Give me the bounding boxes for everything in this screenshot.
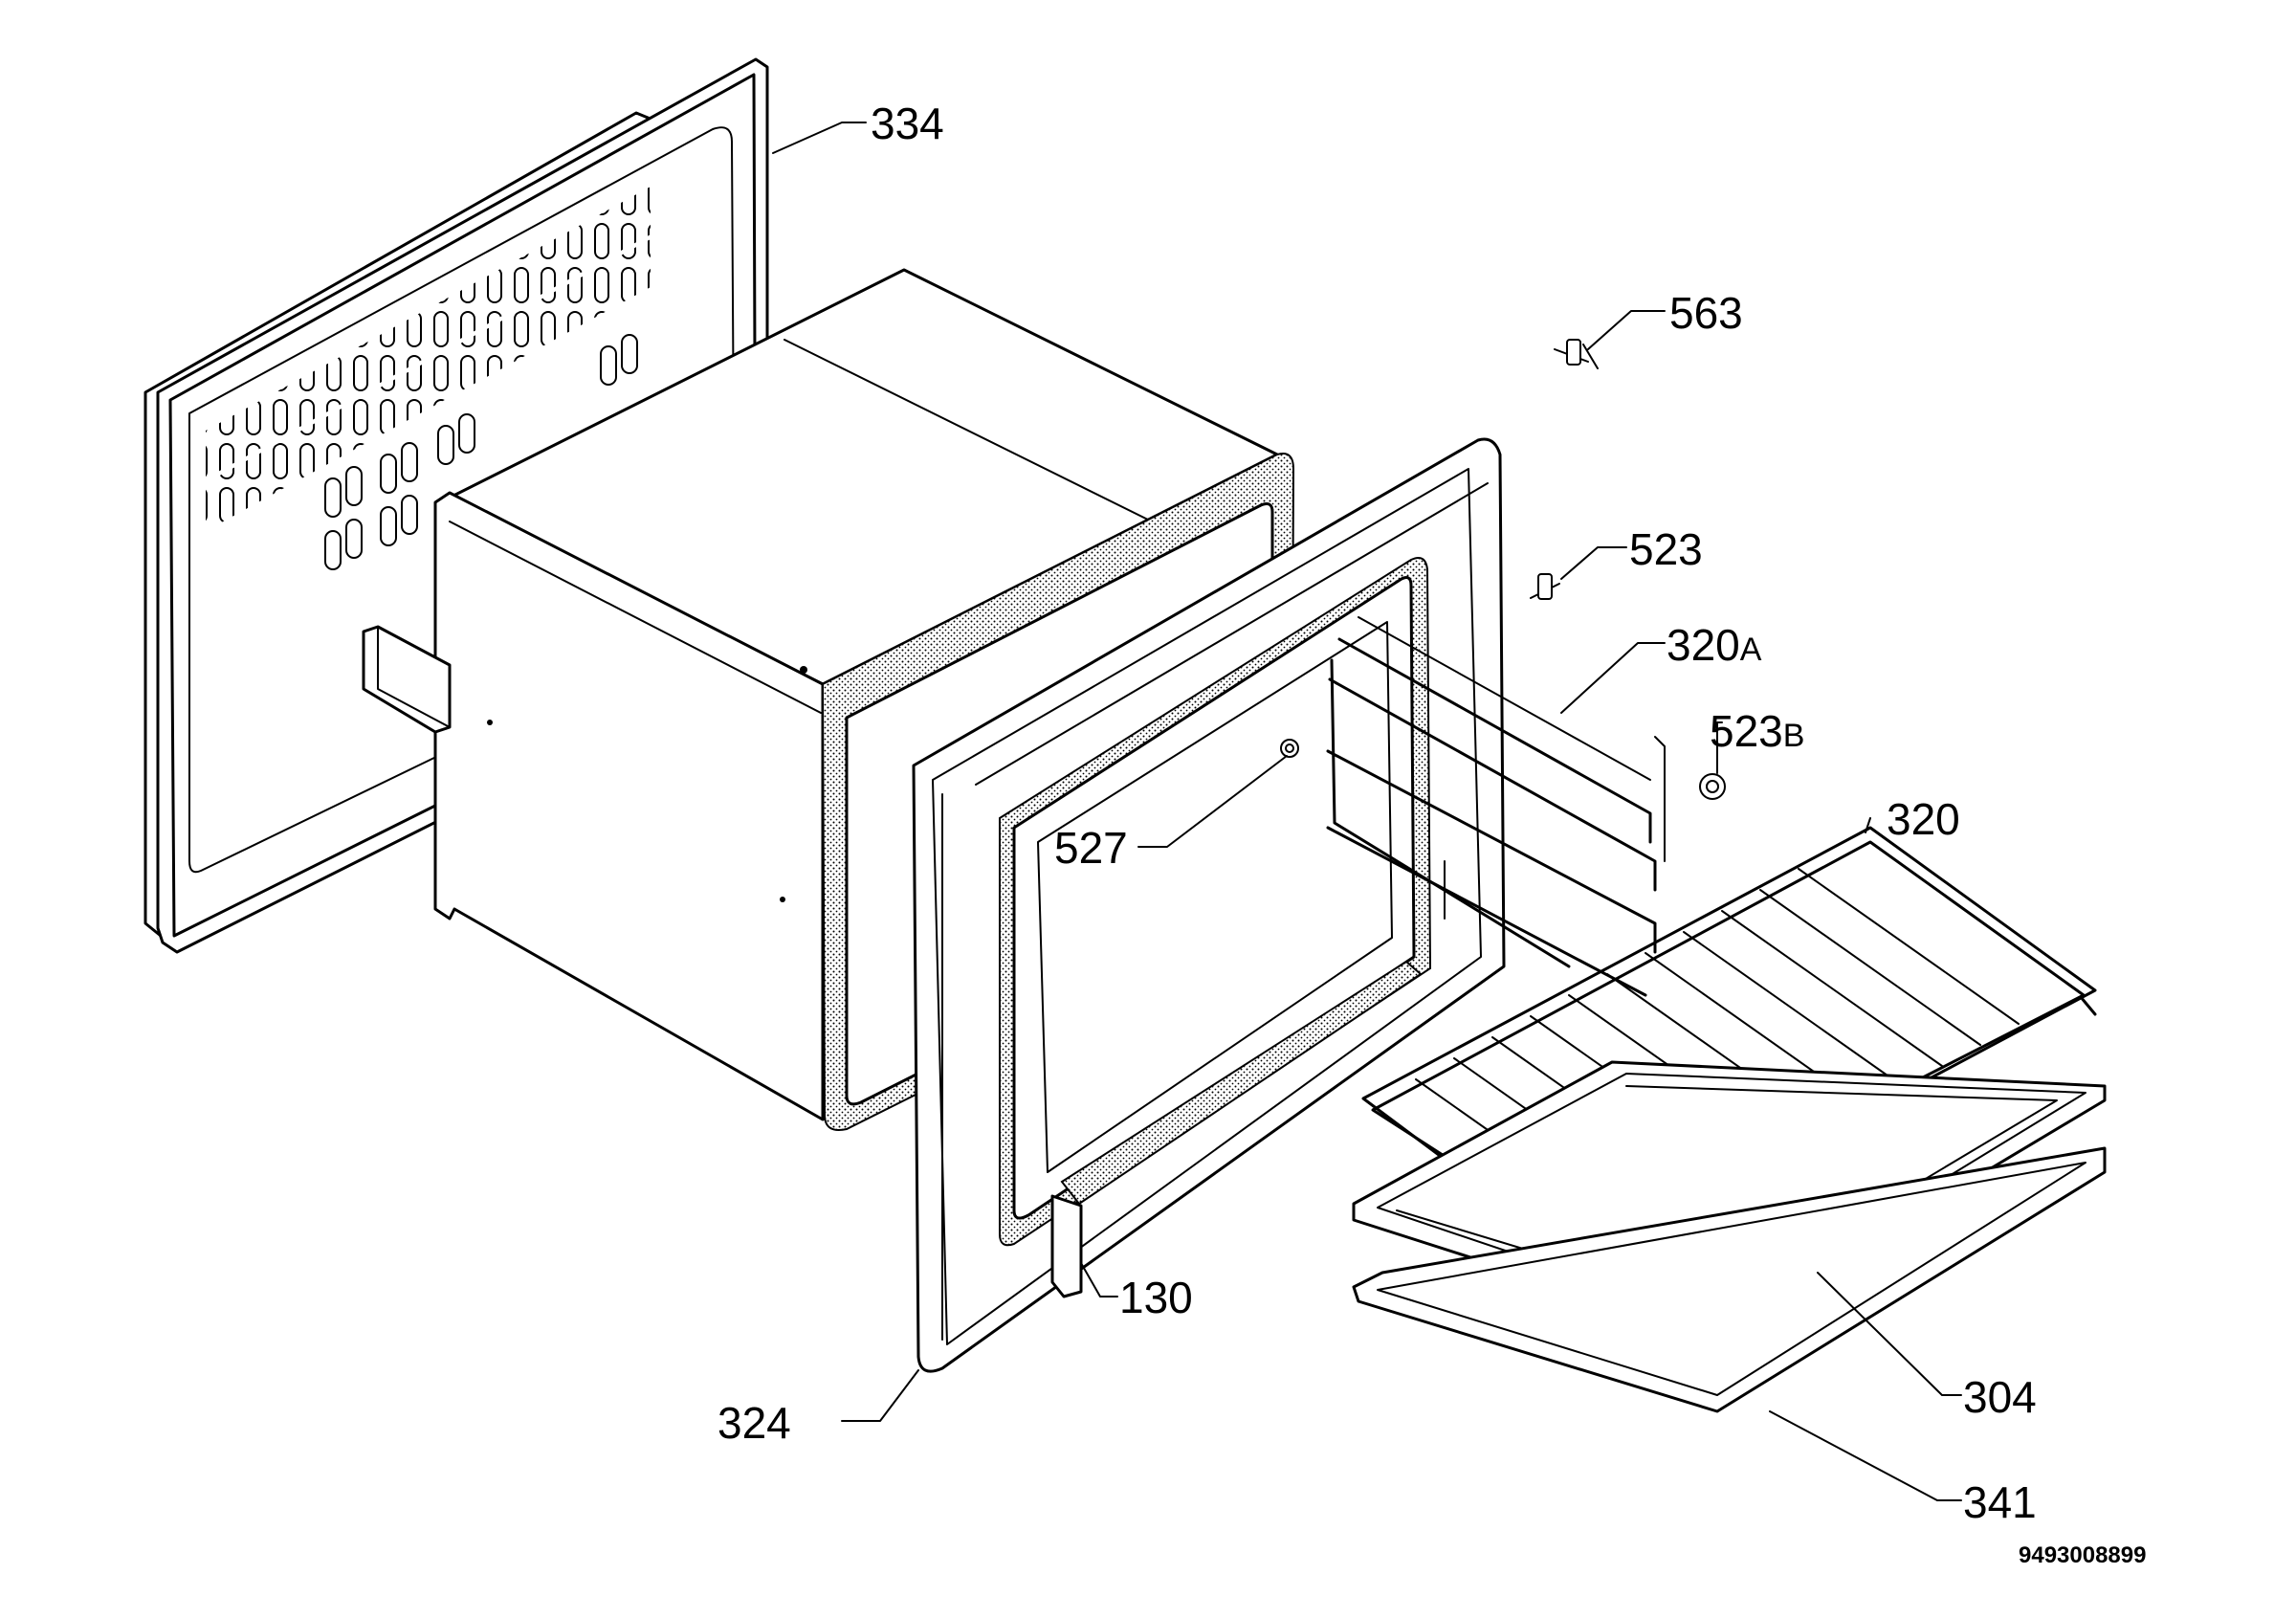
label-527: 527 [1054, 823, 1128, 873]
screw-523 [1530, 573, 1560, 600]
cap-523B [1699, 773, 1726, 800]
label-523: 523 [1629, 524, 1703, 574]
part-labels: 334 563 523 320A 523B 320 527 130 324 30… [718, 99, 2146, 1568]
label-304: 304 [1963, 1372, 2037, 1422]
label-130: 130 [1119, 1273, 1193, 1322]
label-324: 324 [718, 1398, 791, 1448]
bottom-tray-341 [1352, 1146, 2107, 1413]
label-320: 320 [1887, 794, 1960, 844]
leader-lines [772, 122, 1962, 1501]
screw-563 [1554, 339, 1599, 369]
label-563: 563 [1669, 288, 1743, 338]
label-523B: 523B [1710, 706, 1804, 756]
label-334: 334 [871, 99, 944, 148]
label-341: 341 [1963, 1477, 2037, 1527]
side-runners-320A [1326, 616, 1666, 997]
door-seal-130 [999, 557, 1432, 1298]
document-number: 9493008899 [2019, 1542, 2146, 1568]
label-320A: 320A [1667, 620, 1762, 670]
